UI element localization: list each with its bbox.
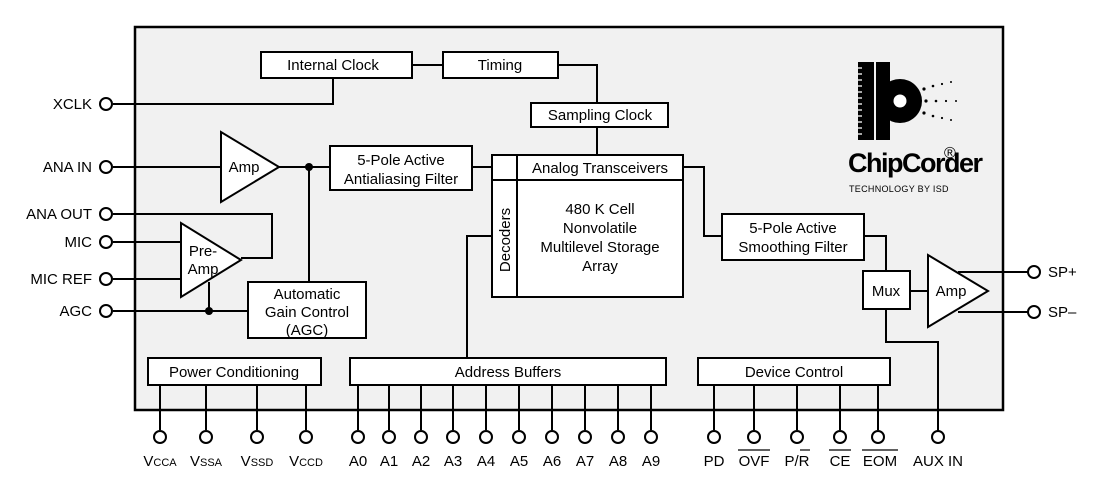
- pin-label-vssd: VSSD: [241, 453, 274, 470]
- block-storage-array: Analog Transceivers Decoders 480 K Cell …: [491, 154, 684, 298]
- internal-clock-label: Internal Clock: [287, 57, 379, 74]
- pin-agc: [99, 304, 113, 318]
- pin-label-a7: A7: [576, 453, 594, 470]
- preamp-line-1: Pre-: [189, 243, 217, 260]
- pin-label-mic-ref: MIC REF: [30, 271, 92, 288]
- decoders-label: Decoders: [497, 208, 514, 272]
- bottom-pin-stubs: [159, 385, 879, 430]
- pin-label-a2: A2: [412, 453, 430, 470]
- right-pins: SP+ SP–: [1027, 264, 1077, 321]
- array-line-4: Array: [582, 258, 618, 275]
- input-amplifier: Amp: [220, 130, 281, 204]
- smoothing-line-1: 5-Pole Active: [749, 220, 837, 237]
- address-label: Address Buffers: [455, 364, 561, 381]
- block-agc: Automatic Gain Control (AGC): [247, 281, 367, 339]
- agc-line-1: Automatic: [274, 286, 341, 303]
- logo-tagline: TECHNOLOGY BY ISD: [849, 184, 949, 194]
- array-line-1: 480 K Cell: [565, 201, 634, 218]
- block-antialiasing-filter: 5-Pole Active Antialiasing Filter: [329, 145, 473, 191]
- pin-label-vssa: VSSA: [190, 453, 223, 470]
- pin-label-ana-in: ANA IN: [43, 159, 92, 176]
- pin-label-vcca: VCCA: [143, 453, 177, 470]
- pin-sp-plus: [1027, 265, 1041, 279]
- output-amplifier: Amp: [927, 253, 990, 329]
- pin-label-a6: A6: [543, 453, 561, 470]
- sampling-clock-label: Sampling Clock: [548, 107, 653, 124]
- agc-line-2: Gain Control: [265, 304, 349, 321]
- analog-transceivers-label: Analog Transceivers: [532, 160, 668, 177]
- wires: [113, 64, 1034, 436]
- pin-label-ana-out: ANA OUT: [26, 206, 92, 223]
- block-sampling-clock: Sampling Clock: [530, 102, 669, 128]
- pin-label-a3: A3: [444, 453, 462, 470]
- pin-ana-in: [99, 160, 113, 174]
- block-mux: Mux: [862, 270, 911, 310]
- antialias-line-1: 5-Pole Active: [357, 152, 445, 169]
- preamp-line-2: Amp: [188, 261, 219, 278]
- pin-label-xclk: XCLK: [53, 96, 92, 113]
- amp-in-label: Amp: [229, 159, 260, 176]
- pin-label-eom: EOM: [863, 453, 897, 470]
- pin-sp-minus: [1027, 305, 1041, 319]
- timing-label: Timing: [478, 57, 522, 74]
- pin-ana-out: [99, 207, 113, 221]
- mux-label: Mux: [872, 283, 901, 300]
- pin-mic: [99, 235, 113, 249]
- pin-label-a4: A4: [477, 453, 495, 470]
- pin-label-aux-in: AUX IN: [913, 453, 963, 470]
- device-control-label: Device Control: [745, 364, 843, 381]
- pin-label-sp-plus: SP+: [1048, 264, 1077, 281]
- pin-label-mic: MIC: [65, 234, 93, 251]
- pin-label-pr: P/R: [784, 453, 809, 470]
- pin-mic-ref: [99, 272, 113, 286]
- block-smoothing-filter: 5-Pole Active Smoothing Filter: [721, 213, 865, 261]
- pin-label-a8: A8: [609, 453, 627, 470]
- pin-label-a1: A1: [380, 453, 398, 470]
- logo-registered-mark: ®: [944, 145, 956, 162]
- pin-label-sp-minus: SP–: [1048, 304, 1077, 321]
- block-timing: Timing: [442, 51, 559, 79]
- pin-label-vccd: VCCD: [289, 453, 323, 470]
- pin-label-pd: PD: [704, 453, 725, 470]
- block-power-conditioning: Power Conditioning: [147, 357, 322, 386]
- pin-label-a9: A9: [642, 453, 660, 470]
- block-internal-clock: Internal Clock: [260, 51, 413, 79]
- power-label: Power Conditioning: [169, 364, 299, 381]
- pin-label-a5: A5: [510, 453, 528, 470]
- pin-label-a0: A0: [349, 453, 367, 470]
- array-line-3: Multilevel Storage: [540, 239, 659, 256]
- agc-line-3: (AGC): [286, 322, 329, 339]
- bottom-pins: VCCA VSSA VSSD VCCD A0 A1 A2 A3 A4 A5 A6…: [143, 430, 963, 470]
- preamplifier: Pre- Amp: [180, 221, 243, 299]
- chipcorder-logo: ChipCorder ® TECHNOLOGY BY ISD: [848, 62, 985, 194]
- logo-wordmark: ChipCorder: [848, 148, 983, 178]
- array-line-2: Nonvolatile: [563, 220, 637, 237]
- left-pins: XCLK ANA IN ANA OUT MIC MIC REF AGC: [26, 96, 113, 320]
- antialias-line-2: Antialiasing Filter: [344, 171, 458, 188]
- pin-xclk: [99, 97, 113, 111]
- block-address-buffers: Address Buffers: [349, 357, 667, 386]
- pin-label-agc: AGC: [59, 303, 92, 320]
- amp-out-label: Amp: [936, 283, 967, 300]
- chip-icon: [858, 62, 957, 140]
- pin-label-ovf: OVF: [739, 453, 770, 470]
- smoothing-line-2: Smoothing Filter: [738, 239, 847, 256]
- block-device-control: Device Control: [697, 357, 891, 386]
- pin-label-ce: CE: [830, 453, 851, 470]
